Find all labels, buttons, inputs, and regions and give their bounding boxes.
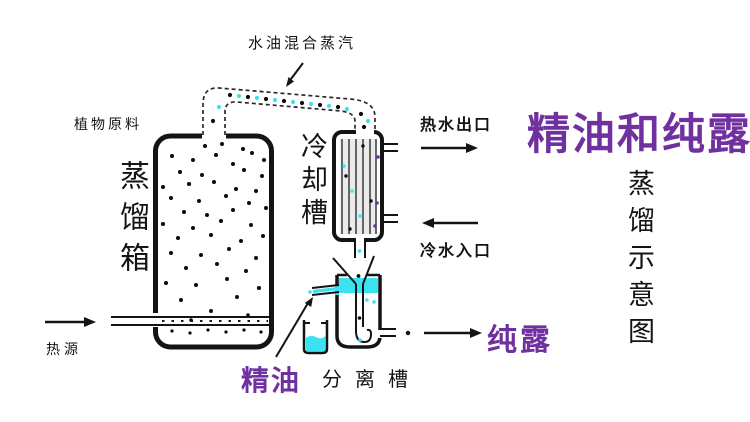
- drip-dot: [405, 330, 411, 336]
- plant-material-label: 植物原料: [74, 117, 142, 133]
- steam-label-arrow: [286, 62, 304, 87]
- oil-arrow: [275, 297, 313, 358]
- still-tank: [151, 130, 274, 350]
- separation-tank: [308, 255, 396, 349]
- heat-pipe: [111, 316, 270, 326]
- hot-water-arrow: [421, 143, 478, 153]
- plant-material-dots: [161, 142, 268, 322]
- heat-pipe-dots: [170, 328, 263, 335]
- cold-water-arrow: [422, 218, 478, 228]
- heat-source-arrow: [45, 317, 96, 327]
- heat-source-label: 热源: [46, 342, 82, 358]
- essential-oil-label: 精油: [241, 364, 302, 397]
- oil-beaker: [302, 320, 329, 355]
- cooling-tank-label: 冷却槽: [296, 132, 327, 231]
- steam-label: 水油混合蒸汽: [248, 34, 357, 52]
- hydrosol-arrow: [424, 328, 482, 338]
- hot-water-outlet-label: 热水出口: [420, 115, 493, 134]
- condenser: [332, 129, 398, 258]
- steam-dots: [210, 92, 371, 130]
- steam-pipe: [202, 87, 376, 135]
- hydrosol-label: 纯露: [487, 323, 553, 358]
- cold-water-inlet-label: 冷水入口: [420, 241, 493, 260]
- page-title: 精油和纯露: [527, 110, 750, 160]
- vertical-caption: 蒸馏示意图: [623, 169, 654, 354]
- separation-tank-label: 分离槽: [322, 367, 421, 391]
- still-tank-label: 蒸馏箱: [114, 160, 149, 283]
